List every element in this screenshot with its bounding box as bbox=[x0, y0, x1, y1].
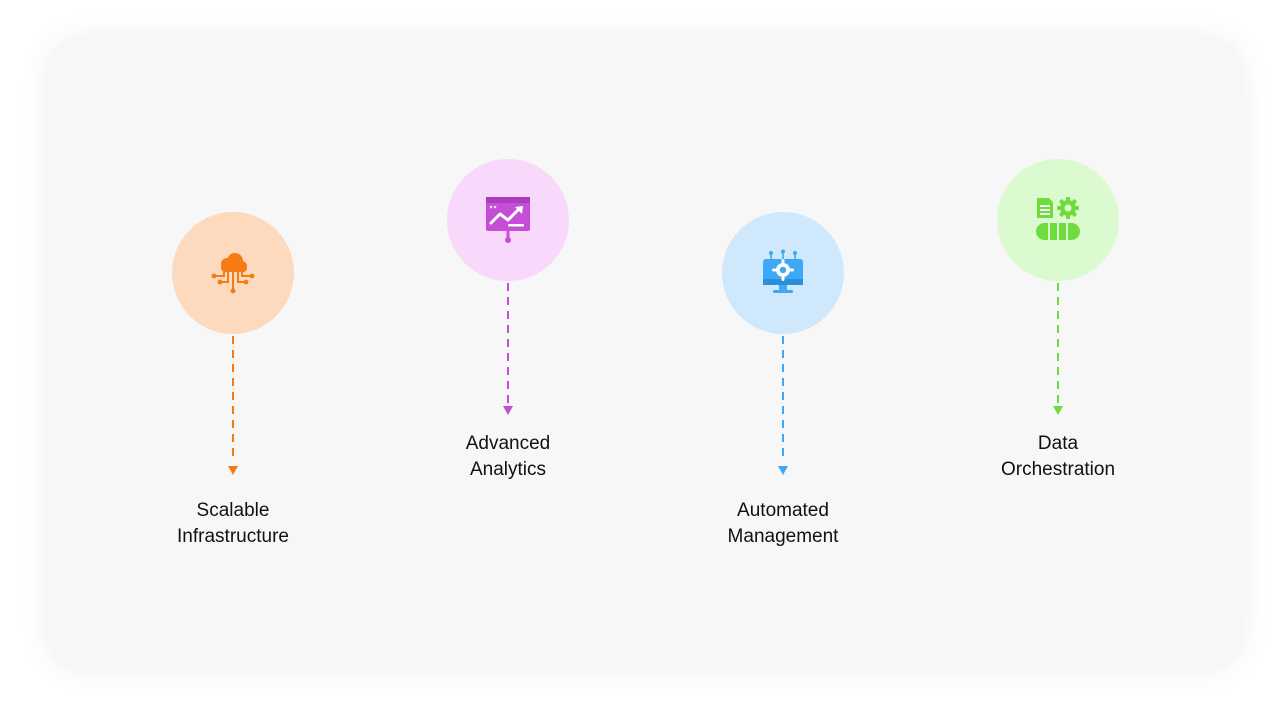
feature-circle bbox=[722, 212, 844, 334]
dashed-arrow bbox=[503, 283, 513, 415]
feature-circle bbox=[997, 159, 1119, 281]
feature-circle bbox=[172, 212, 294, 334]
diagram-card bbox=[45, 35, 1245, 672]
cloud-network-icon bbox=[210, 250, 256, 296]
feature-label: Data Orchestration bbox=[1000, 433, 1116, 480]
feature-automated-management: Automated Management bbox=[673, 212, 893, 552]
feature-circle bbox=[447, 159, 569, 281]
presentation-chart-icon bbox=[484, 195, 532, 245]
monitor-gear-icon bbox=[759, 249, 807, 297]
feature-advanced-analytics: Advanced Analytics bbox=[398, 159, 618, 499]
dashed-arrow bbox=[778, 336, 788, 475]
feature-data-orchestration: Data Orchestration bbox=[948, 159, 1168, 499]
feature-label: Automated Management bbox=[727, 500, 839, 547]
dashed-arrow bbox=[228, 336, 238, 475]
feature-label: Advanced Analytics bbox=[465, 433, 551, 480]
feature-label: Scalable Infrastructure bbox=[177, 500, 289, 547]
feature-scalable-infrastructure: Scalable Infrastructure bbox=[123, 212, 343, 552]
dashed-arrow bbox=[1053, 283, 1063, 415]
document-gear-database-icon bbox=[1033, 196, 1083, 244]
